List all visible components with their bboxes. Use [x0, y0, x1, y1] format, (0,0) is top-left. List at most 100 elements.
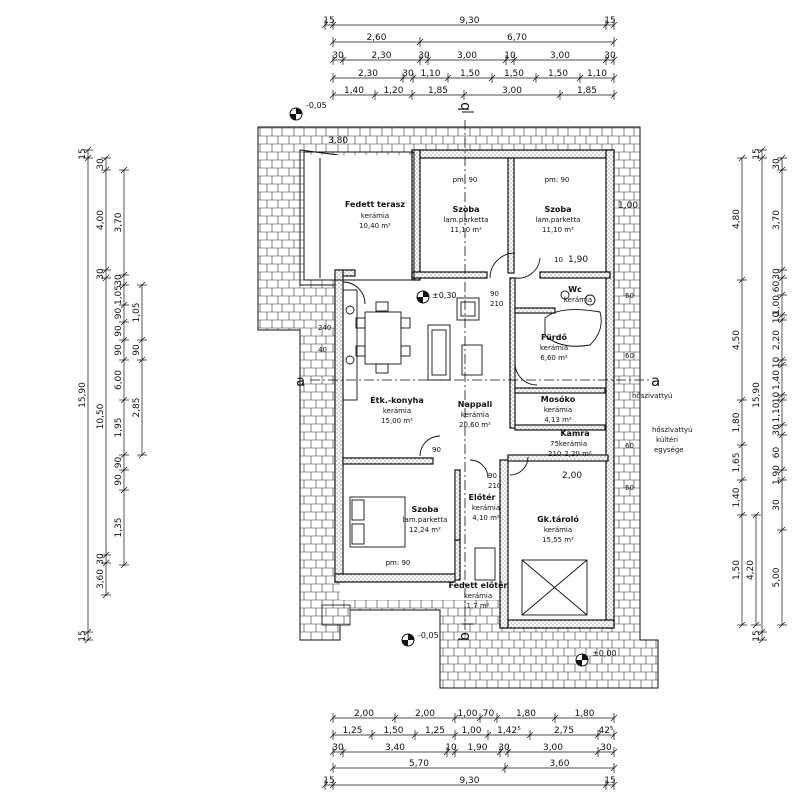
dim-top-r3-0: 30 — [332, 51, 344, 61]
dim-bot-r2-4: 1,42⁵ — [497, 726, 521, 736]
room-bed1-area: 11,10 m² — [450, 226, 482, 234]
dim-bot-r3-1: 3,40 — [385, 743, 405, 753]
room-bed1-name: Szoba — [452, 205, 479, 214]
dim-right-c1-1: 15,90 — [752, 382, 762, 408]
dim-left-c3-7: 1,95 — [114, 417, 124, 437]
dim-wall-10: 10 — [554, 256, 563, 264]
dim-right-c3-9: 10 — [772, 392, 782, 404]
dim-left-c2-1: 4,00 — [96, 210, 106, 230]
heatpump-label: hőszivattyú — [632, 391, 673, 400]
dim-right-c3-13: 1,90 — [772, 465, 782, 485]
room-pantry-floor: kerámia — [559, 440, 587, 448]
dim-left-c3-9: 90 — [114, 474, 124, 486]
room-terrace-floor: kerámia — [361, 212, 389, 220]
dim-top-r4-0: 2,30 — [358, 69, 378, 79]
dim-bot-r1-1: 2,00 — [415, 709, 435, 719]
section-mark-b-top: b — [457, 102, 473, 111]
room-garage-area: 15,55 m² — [542, 536, 574, 544]
dim-liv-210: 210 — [490, 300, 503, 308]
dim-right-c2-1: 4,50 — [732, 330, 742, 350]
dim-bot-r3-6: 30 — [600, 743, 612, 753]
dim-left-c1-1: 15,90 — [78, 382, 88, 408]
furniture — [342, 252, 602, 616]
room-laundry-area: 4,13 m² — [544, 416, 572, 424]
room-hall-floor: kerámia — [472, 504, 500, 512]
dim-top-r2-0: 2,60 — [366, 33, 386, 43]
room-terrace-name: Fedett terasz — [345, 200, 406, 209]
dim-left-c3-8: 90 — [114, 457, 124, 469]
room-kitchen-area: 15,00 m² — [381, 417, 413, 425]
room-porch-name: Fedett előtér — [448, 580, 507, 590]
dim-bot-r2-3: 1,00 — [461, 726, 481, 736]
dim-right-60b: 60 — [625, 352, 634, 360]
dim-top-r4-5: 1,50 — [548, 69, 568, 79]
dim-left-c2-4: 30 — [96, 553, 106, 565]
room-garage-floor: kerámia — [544, 526, 572, 534]
room-bed2-door: pm: 90 — [545, 176, 570, 184]
dim-bot-r1-2: 1,00 — [457, 709, 477, 719]
dim-right-c2-5: 1,50 — [732, 560, 742, 580]
dim-top-r1-2: 15 — [604, 16, 615, 26]
dim-left-c3-0: 3,70 — [114, 212, 124, 232]
dim-bot-r3-5: 3,00 — [543, 743, 563, 753]
dim-left-c3-4: 90 — [114, 325, 124, 337]
room-bed3-door: pm: 90 — [386, 559, 411, 567]
level-4: ±0,00 — [592, 649, 617, 658]
dim-right-c3-7: 10 — [772, 357, 782, 369]
room-terrace-area: 10,40 m² — [359, 222, 391, 230]
room-bed1-door: pm: 90 — [453, 176, 478, 184]
room-pantry-name: Kamra — [560, 429, 589, 438]
dim-top-r3-6: 30 — [604, 51, 616, 61]
level-marker-3 — [401, 633, 415, 647]
room-living-floor: kerámia — [461, 411, 489, 419]
dim-bot-r3-2: 10 — [445, 743, 457, 753]
dim-right-60d: 60 — [625, 484, 634, 492]
heatpump-outdoor-2: kültéri — [656, 436, 678, 444]
dim-top-r5-3: 3,00 — [502, 86, 522, 96]
dim-bot-r1-3: 70 — [483, 709, 495, 719]
section-mark-b-bottom: b — [457, 632, 473, 641]
dim-pantry-210: 210 — [548, 450, 561, 458]
dim-left-c1-2: 15 — [78, 630, 88, 641]
dim-bot-r4-1: 3,60 — [549, 759, 569, 769]
heatpump-outdoor-3: egysége — [654, 446, 684, 454]
dim-hall-210: 210 — [488, 482, 501, 490]
heatpump-outdoor-1: hőszivattyú — [652, 425, 693, 434]
room-porch-floor: kerámia — [464, 592, 492, 600]
dim-right-c2-0: 4,80 — [732, 209, 742, 229]
dim-right-c1-0: 15 — [752, 148, 762, 159]
dim-bot-r2-5: 2,75 — [554, 726, 574, 736]
dim-top-r3-5: 3,00 — [550, 51, 570, 61]
dim-top-r3-3: 3,00 — [457, 51, 477, 61]
dim-left-c3-2: 1,05 — [114, 285, 124, 305]
room-porch-area: 1,7 m² — [467, 602, 490, 610]
dim-top-r2-1: 6,70 — [507, 33, 527, 43]
dim-left-c4-0: 1,05 — [132, 302, 142, 322]
dim-right-c3-14: 30 — [772, 499, 782, 511]
room-hall-area: 4,10 m² — [472, 514, 500, 522]
walls — [334, 149, 615, 629]
dim-bot-r3-3: 1,90 — [467, 743, 487, 753]
room-bed2-area: 11,10 m² — [542, 226, 574, 234]
room-garage-name: Gk.tároló — [537, 514, 579, 524]
dim-liv-90: 90 — [490, 290, 499, 298]
dim-top-r3-1: 2,30 — [371, 51, 391, 61]
dim-right-c3-3: 60 — [772, 281, 782, 293]
dim-terrace-width: 3,80 — [328, 136, 348, 146]
level-marker-2 — [416, 290, 430, 304]
level-1: -0,05 — [306, 101, 327, 110]
dim-top-r5-4: 1,85 — [577, 86, 597, 96]
dim-left-c2-2: 30 — [96, 268, 106, 280]
dim-left-c3-6: 6,00 — [114, 370, 124, 390]
dim-left-40: 40 — [318, 346, 327, 354]
dim-bot-r2-6: 42⁵ — [598, 726, 613, 736]
dim-hall-90: 90 — [488, 472, 497, 480]
dim-bot-r5-2: 15 — [604, 776, 615, 786]
dim-right-c3-0: 30 — [772, 158, 782, 170]
level-markers: -0,05 ±0,30 -0,05 ±0,00 — [289, 101, 617, 667]
dim-top-r5-1: 1,20 — [383, 86, 403, 96]
dim-right-c3-11: 30 — [772, 424, 782, 436]
room-bed3-area: 12,24 m² — [409, 526, 441, 534]
dim-bot-r1-4: 1,80 — [516, 709, 536, 719]
